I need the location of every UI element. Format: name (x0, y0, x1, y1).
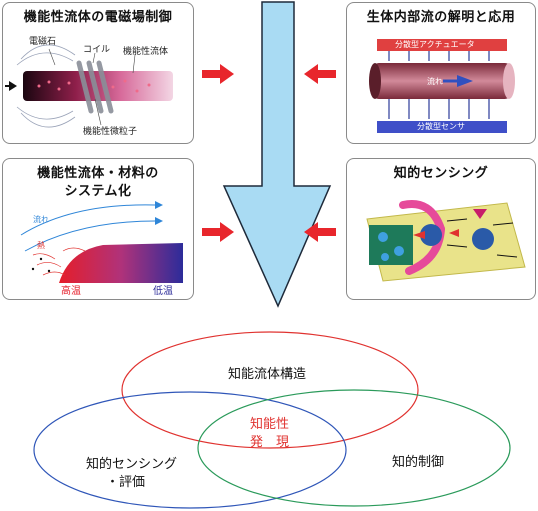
panel-title: 生体内部流の解明と応用 (366, 10, 516, 25)
panel-internal-flow: 生体内部流の解明と応用 分散型アクチュエータ 流れ (346, 2, 536, 144)
venn-label-right: 知的制御 (392, 455, 445, 470)
label-coil: コイル (83, 45, 111, 55)
label-high-temp: 高温 (61, 286, 81, 297)
panel-intelligent-sensing: 知的センシング (346, 158, 536, 300)
label-functional-fluid: 機能性流体 (123, 47, 169, 57)
label-low-temp: 低温 (153, 286, 173, 297)
panel-title: 知的センシング (393, 166, 489, 181)
venn-label-left-line2: ・評価 (106, 475, 146, 490)
label-flow: 流れ (427, 77, 443, 86)
em-control-illustration (5, 44, 173, 128)
panel-title-line1: 機能性流体・材料の (37, 166, 159, 181)
venn-label-center-line2: 発 現 (250, 435, 290, 450)
circle-intelligent-sensing (33, 391, 347, 509)
panel-title-line2: システム化 (64, 184, 132, 199)
circle-intelligent-control (197, 389, 511, 507)
panel-system-integration: 機能性流体・材料の システム化 流れ 熱 高温 低温 (2, 158, 194, 300)
venn-label-center-line1: 知能性 (250, 417, 290, 432)
venn-label-left-line1: 知的センシング (86, 457, 178, 472)
system-integration-illustration (20, 201, 183, 283)
label-heat: 熱 (37, 241, 45, 250)
label-functional-particle: 機能性微粒子 (83, 127, 138, 137)
circle-intelligent-fluid-structure (121, 331, 419, 449)
label-flow: 流れ (33, 215, 49, 224)
venn-label-top: 知能流体構造 (228, 367, 307, 382)
label-electromagnet: 電磁石 (29, 37, 57, 47)
panel-em-field-control: 機能性流体の電磁場制御 (2, 2, 194, 144)
panel-title: 機能性流体の電磁場制御 (23, 10, 173, 25)
internal-flow-illustration (369, 39, 515, 133)
intelligent-sensing-illustration (366, 200, 526, 282)
label-sensor: 分散型センサ (417, 122, 465, 131)
label-actuator: 分散型アクチュエータ (395, 40, 475, 49)
